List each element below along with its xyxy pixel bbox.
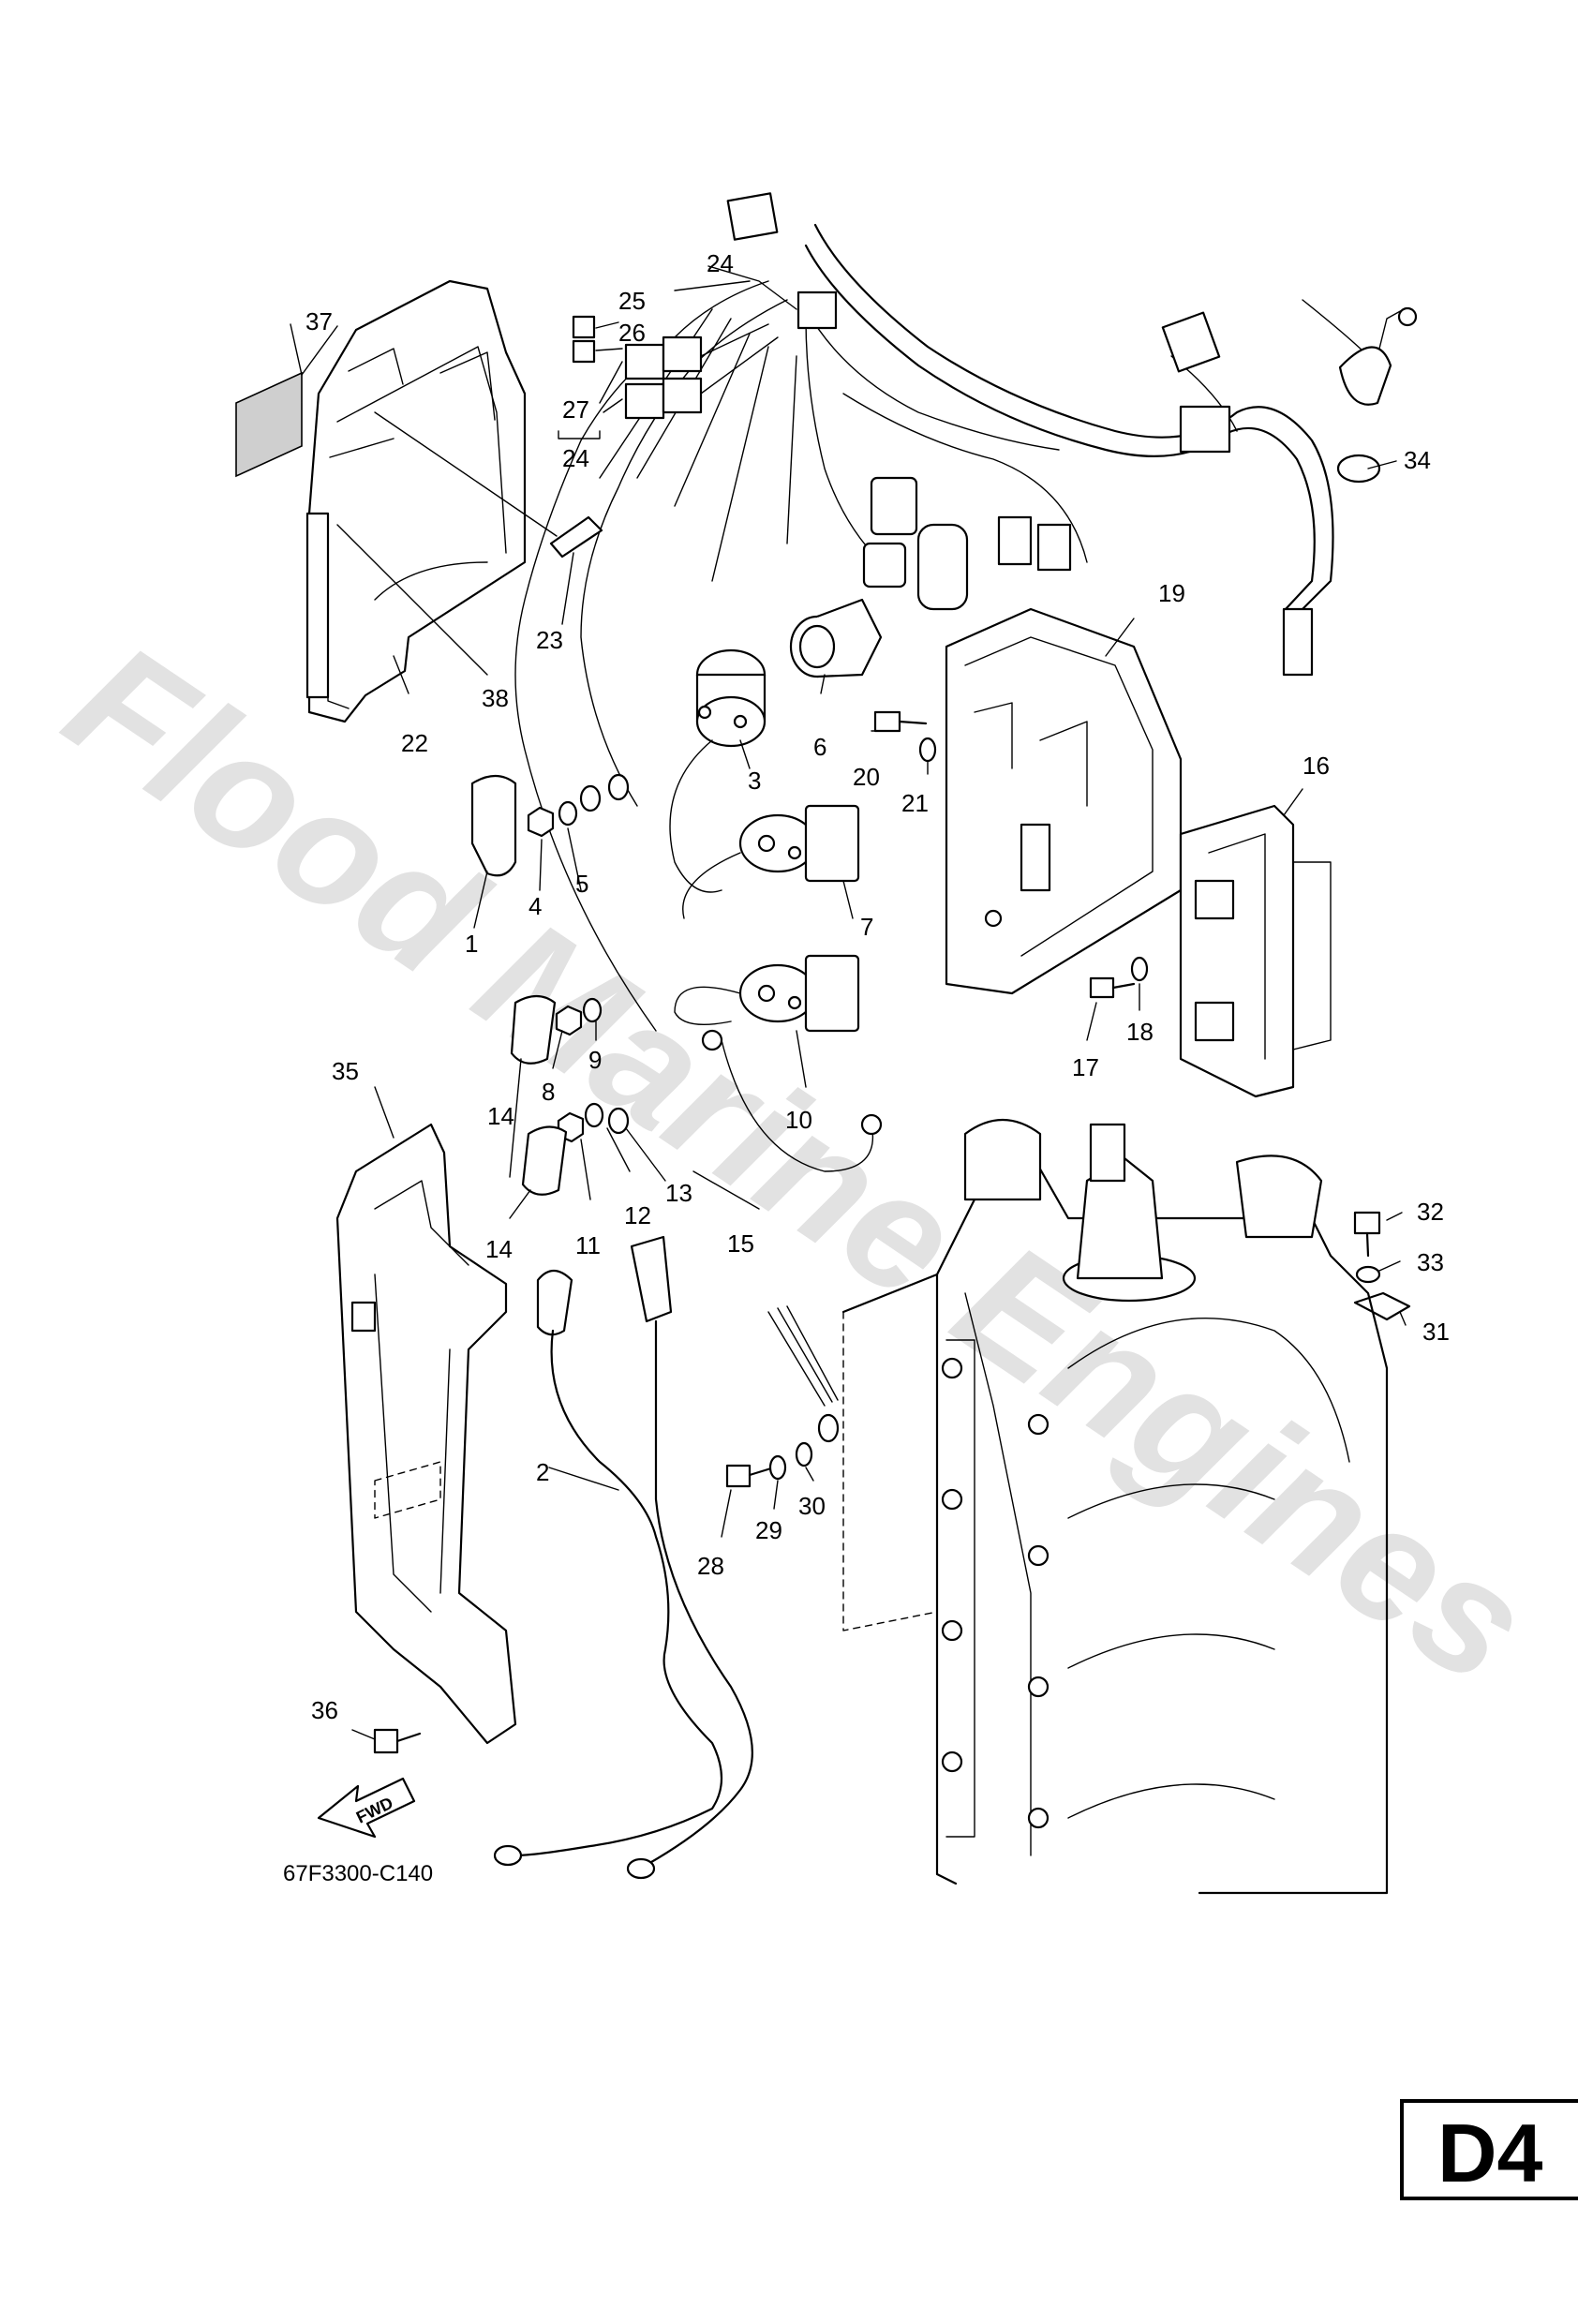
callout-19: 19 — [1158, 579, 1185, 607]
callout-16: 16 — [1303, 752, 1330, 780]
electrical-cover — [305, 279, 527, 723]
callout-37: 37 — [305, 307, 333, 335]
callout-18: 18 — [1126, 1018, 1154, 1046]
engine-block — [841, 1118, 1389, 1895]
relay-10 — [738, 954, 860, 1033]
mounting-bracket-19 — [945, 607, 1183, 995]
callout-30: 30 — [798, 1492, 826, 1520]
callout-9: 9 — [588, 1046, 602, 1074]
decal-label-37 — [235, 371, 303, 478]
ground-wire — [767, 1305, 839, 1407]
callout-11: 11 — [575, 1231, 601, 1259]
callout-14a: 14 — [487, 1102, 514, 1130]
callout-17: 17 — [1072, 1053, 1099, 1081]
callout-12: 12 — [624, 1201, 651, 1229]
relay-3 — [695, 648, 767, 748]
callout-25: 25 — [618, 287, 646, 315]
callout-36: 36 — [311, 1696, 338, 1724]
callout-20: 20 — [853, 763, 880, 791]
side-cover-35 — [335, 1123, 517, 1745]
forward-arrow: FWD — [317, 1777, 416, 1839]
callout-23: 23 — [536, 626, 563, 654]
callout-1: 1 — [465, 930, 478, 958]
callout-38: 38 — [482, 684, 509, 712]
relay-cables — [669, 739, 883, 1172]
callout-22: 22 — [401, 729, 428, 757]
fuse-connectors — [572, 315, 779, 420]
caps — [470, 774, 568, 1196]
callout-10: 10 — [785, 1106, 812, 1134]
callout-35: 35 — [332, 1057, 359, 1085]
page-badge: D4 — [1400, 2099, 1578, 2200]
callout-26: 26 — [618, 319, 646, 347]
callout-13: 13 — [665, 1179, 692, 1207]
callout-14b: 14 — [485, 1235, 513, 1263]
battery-cables — [493, 1235, 753, 1880]
page-label: D4 — [1437, 2107, 1543, 2199]
holder-6 — [789, 598, 883, 678]
callout-29: 29 — [755, 1516, 782, 1544]
relay-7 — [738, 804, 860, 883]
callout-5: 5 — [575, 870, 588, 898]
callout-15: 15 — [727, 1229, 754, 1258]
mounting-plate-16 — [1179, 804, 1332, 1098]
callout-27: 27 — [562, 395, 589, 424]
callout-31: 31 — [1422, 1318, 1450, 1346]
callout-21: 21 — [901, 789, 929, 817]
diagram-code: 67F3300-C140 — [283, 1861, 434, 1886]
callout-33: 33 — [1417, 1248, 1444, 1276]
connector-23 — [374, 411, 603, 559]
callout-24b: 24 — [562, 444, 589, 472]
callout-2: 2 — [536, 1458, 549, 1486]
callout-32: 32 — [1417, 1198, 1444, 1226]
callout-4: 4 — [528, 892, 542, 920]
callout-numbers: 1 2 3 4 5 6 7 8 9 10 11 12 13 14 14 15 1… — [305, 249, 1450, 1724]
leader-lines — [290, 265, 1407, 1740]
harness-connectors — [726, 192, 1418, 677]
callout-24a: 24 — [707, 249, 734, 277]
callout-3: 3 — [748, 767, 761, 795]
callout-28: 28 — [697, 1552, 724, 1580]
watermark-text: Flood Marine Engines — [37, 608, 1560, 1719]
callout-7: 7 — [860, 913, 873, 941]
callout-34: 34 — [1404, 446, 1431, 474]
callout-8: 8 — [542, 1078, 555, 1106]
callout-6: 6 — [813, 733, 826, 761]
